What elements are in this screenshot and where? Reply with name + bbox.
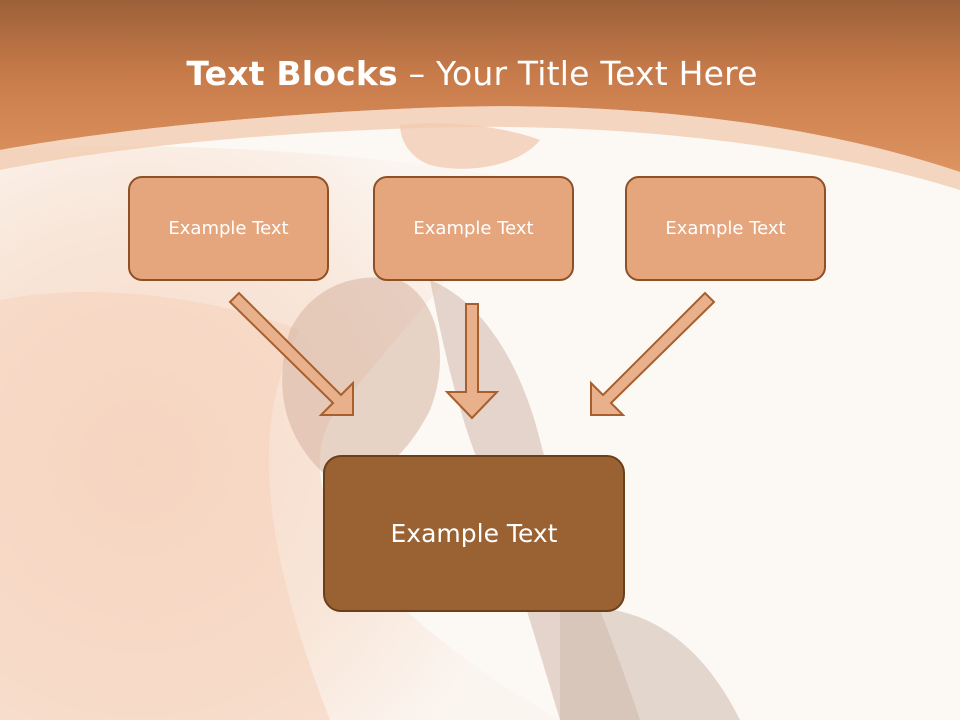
arrow-down-right-icon: [228, 291, 354, 416]
title-rest: Your Title Text Here: [435, 54, 758, 93]
text-block-1-label: Example Text: [168, 218, 289, 239]
text-block-3[interactable]: Example Text: [625, 176, 826, 281]
text-block-2-label: Example Text: [413, 218, 534, 239]
text-block-1[interactable]: Example Text: [128, 176, 329, 281]
result-block-label: Example Text: [390, 519, 558, 548]
result-block[interactable]: Example Text: [323, 455, 625, 612]
arrow-down-left-icon: [590, 291, 716, 416]
arrow-down-icon: [444, 303, 500, 420]
title-bold: Text Blocks: [186, 54, 398, 93]
slide-title: Text Blocks – Your Title Text Here: [0, 54, 944, 93]
title-dash: –: [397, 54, 436, 93]
text-block-3-label: Example Text: [665, 218, 786, 239]
text-block-2[interactable]: Example Text: [373, 176, 574, 281]
